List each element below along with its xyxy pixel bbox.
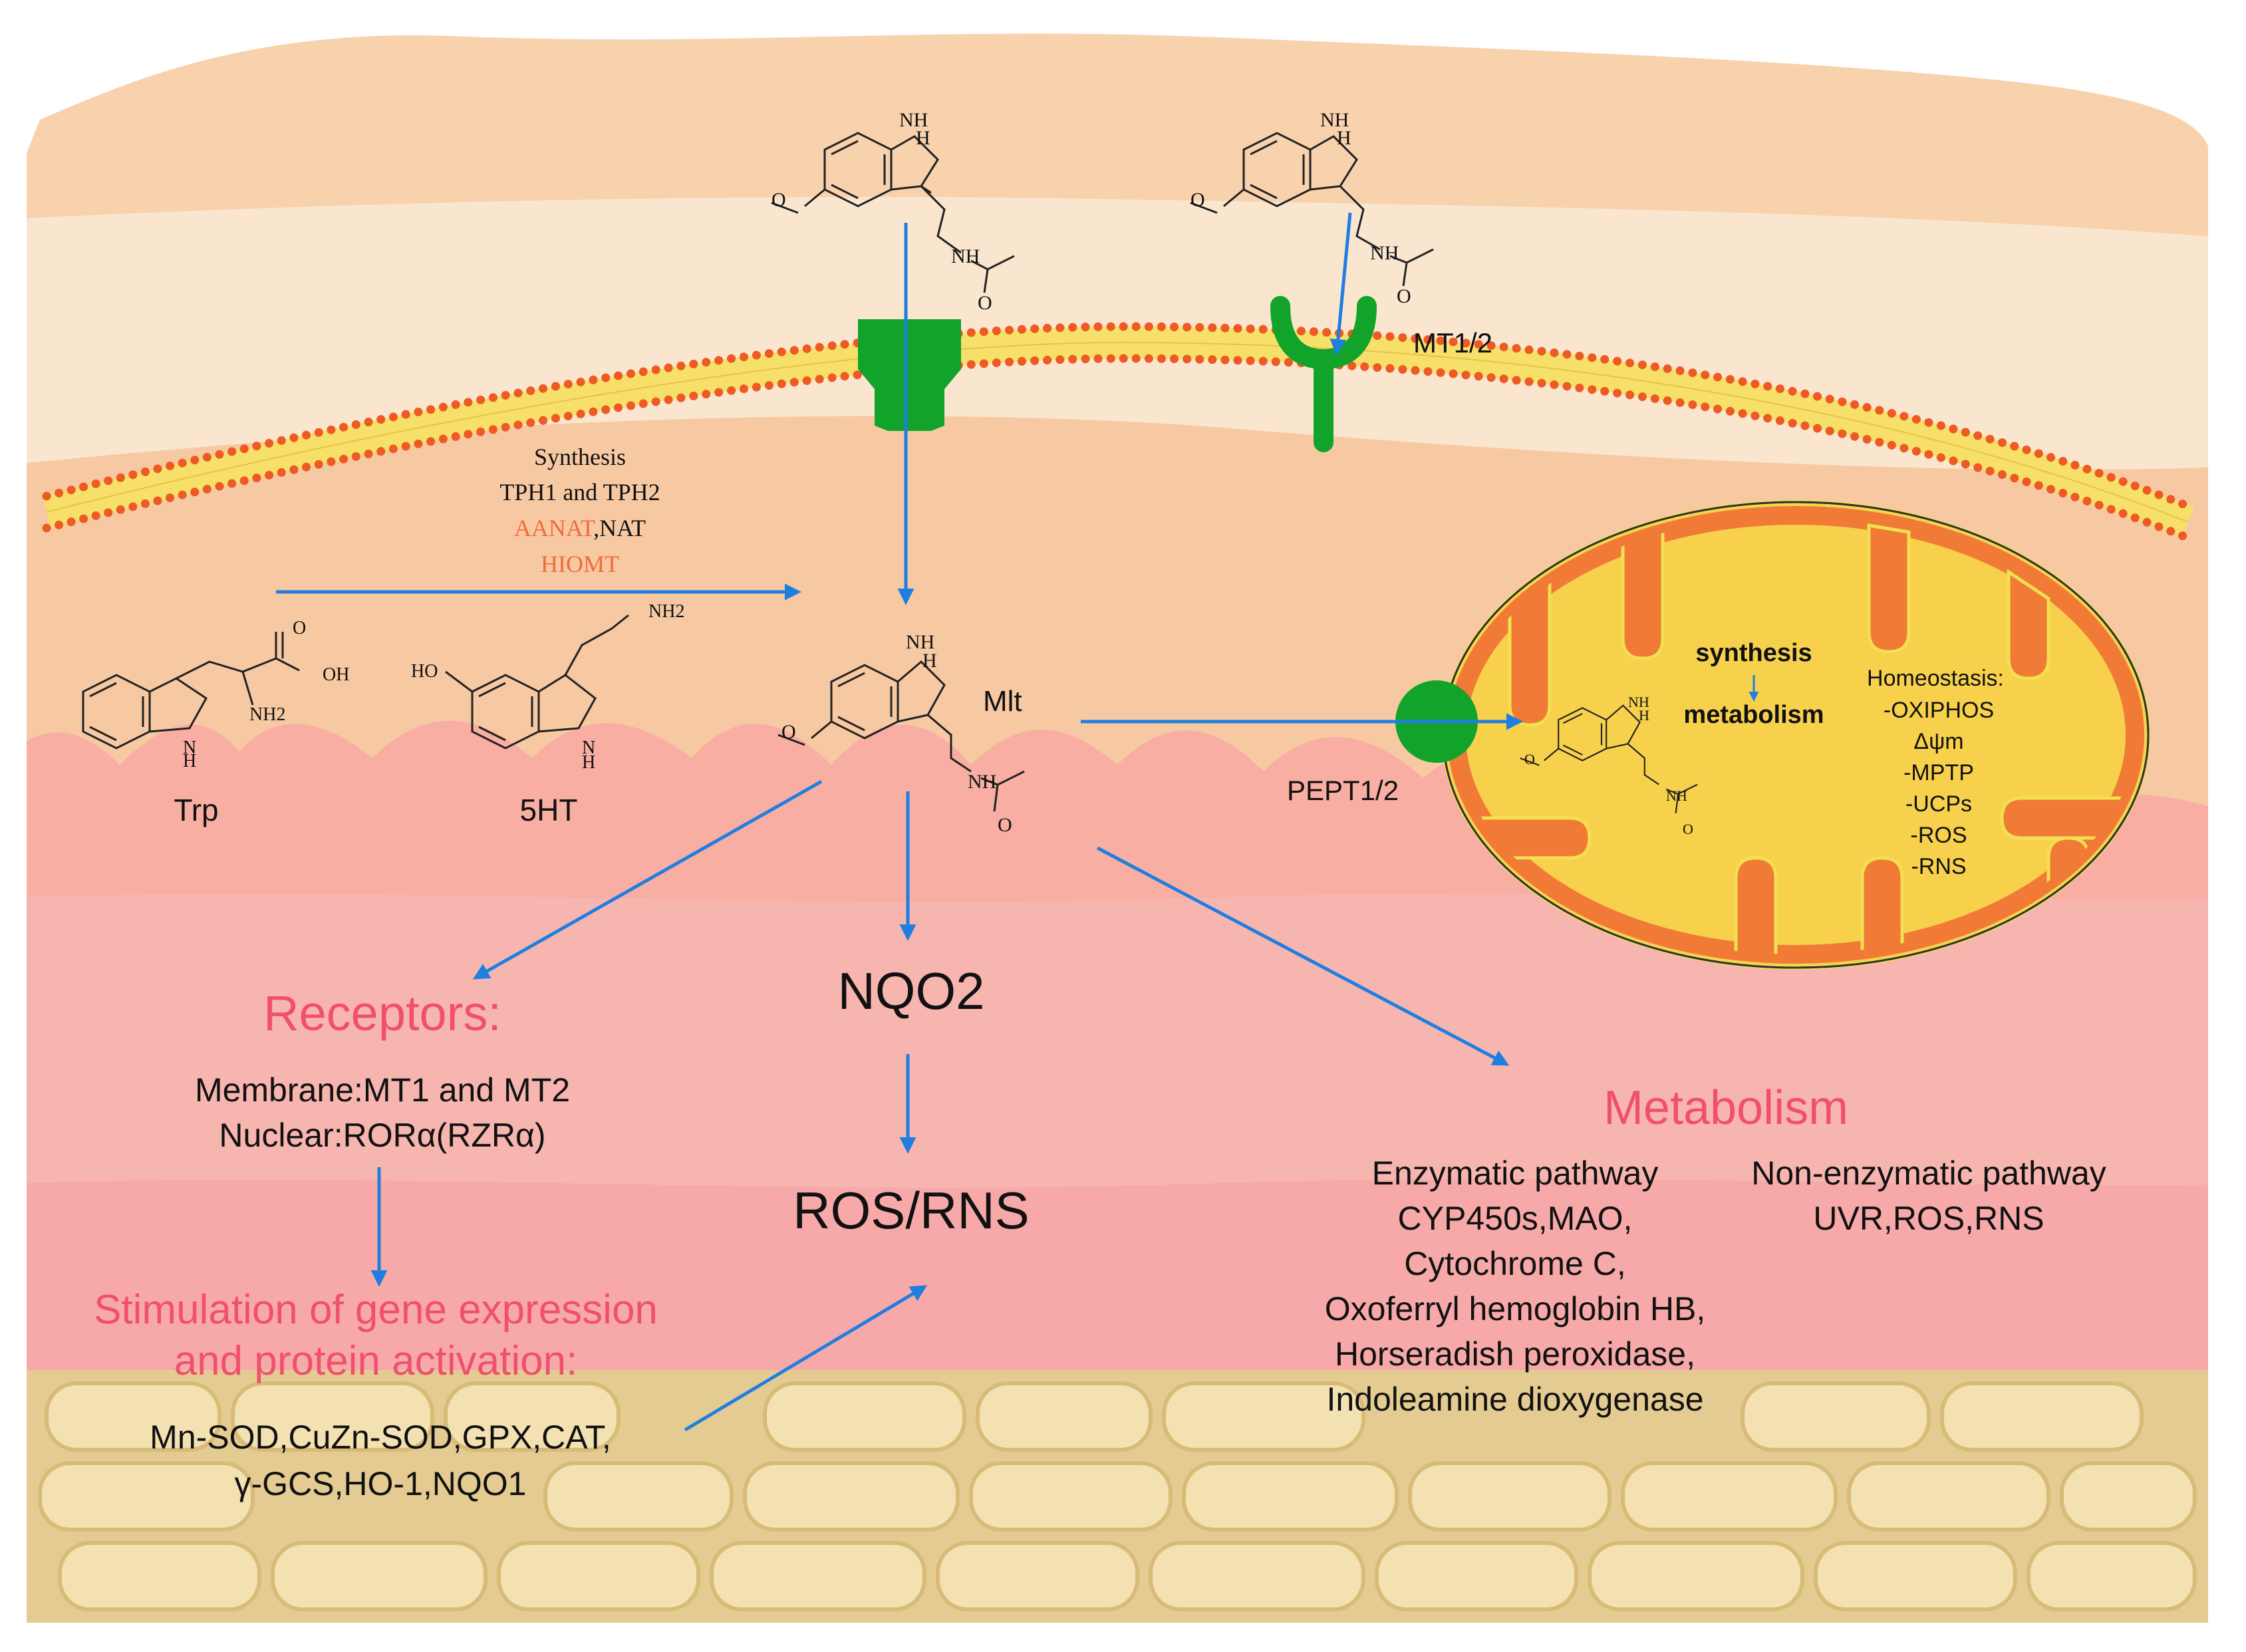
synthesis-enzymes-tph: TPH1 and TPH2 [499, 479, 660, 505]
membrane-transporter [858, 319, 961, 431]
atom-label: NH [1320, 109, 1349, 131]
stimulation-line-2: γ-GCS,HO-1,NQO1 [234, 1465, 527, 1502]
stimulation-heading-1: Stimulation of gene expression [94, 1287, 658, 1333]
atom-label: O [978, 292, 992, 314]
mt-receptor-label: MT1/2 [1413, 327, 1493, 358]
pept-transporter-label: PEPT1/2 [1287, 775, 1399, 806]
receptors-nuclear: Nuclear:RORα(RZRα) [219, 1117, 546, 1154]
chemical-structures [82, 132, 1698, 813]
atom-label: NH [906, 631, 935, 653]
melatonin-structure-extracellular-2 [1190, 132, 1434, 287]
synthesis-title: Synthesis [533, 444, 627, 470]
receptors-heading: Receptors: [263, 986, 501, 1041]
enzymatic-line: Indoleamine dioxygenase [1326, 1381, 1704, 1418]
receptors-membrane: Membrane:MT1 and MT2 [194, 1071, 571, 1109]
homeostasis-list: -OXIPHOS Δψm -MPTP -UCPs -ROS -RNS [1884, 695, 1994, 883]
atom-label: H [582, 752, 596, 773]
enzymatic-line: CYP450s,MAO, [1397, 1200, 1633, 1237]
atom-label: N [582, 738, 596, 758]
homeostasis-item: -UCPs [1905, 791, 1973, 817]
atom-label: O [293, 618, 307, 638]
atom-label: HO [411, 661, 438, 682]
non-enzymatic-line: UVR,ROS,RNS [1813, 1200, 2044, 1237]
mitochondrion [1441, 500, 2150, 970]
atom-label: O [998, 814, 1012, 836]
atom-label: O [772, 189, 786, 211]
atom-label: H [922, 650, 937, 672]
atom-label: N [183, 738, 197, 758]
atom-label: H [916, 127, 930, 149]
homeostasis-item: -ROS [1910, 823, 1967, 848]
melatonin-structure-extracellular-1 [771, 132, 1015, 293]
melatonin-structure-cytoplasm [777, 660, 1025, 812]
atom-label: O [1191, 189, 1205, 211]
cell-membrane [42, 322, 2194, 543]
enzymatic-line: Oxoferryl hemoglobin HB, [1324, 1290, 1706, 1327]
atom-label: NH [968, 771, 997, 793]
trp-label: Trp [174, 793, 219, 827]
non-enzymatic-pathway: Non-enzymatic pathway UVR,ROS,RNS [1751, 1151, 2106, 1241]
arrow-receptor-binding [1330, 212, 1352, 356]
homeostasis-item: -OXIPHOS [1883, 698, 1995, 723]
melatonin-label: Mlt [983, 685, 1022, 718]
non-enzymatic-line: Non-enzymatic pathway [1751, 1155, 2106, 1192]
mito-synthesis-label: synthesis [1695, 639, 1812, 667]
mt-receptor [1270, 296, 1377, 452]
atom-label: NH [1628, 694, 1649, 710]
serotonin-structure [445, 614, 629, 750]
homeostasis-item: -MPTP [1903, 760, 1974, 785]
metabolism-heading: Metabolism [1603, 1081, 1849, 1135]
enzyme-nat: ,NAT [593, 515, 646, 541]
atom-label: O [1683, 821, 1693, 837]
pathway-arrows [276, 212, 1759, 1432]
enzyme-aanat: AANAT [513, 515, 594, 541]
mito-metabolism-label: metabolism [1683, 701, 1824, 729]
atom-label: H [1337, 127, 1351, 149]
stimulation-heading-2: and protein activation: [174, 1338, 578, 1384]
atom-label: O [1524, 751, 1535, 767]
arrow-to-receptors [472, 779, 823, 980]
tryptophan-structure [82, 632, 300, 750]
atom-label: O [1397, 285, 1411, 307]
atom-label: NH [951, 245, 980, 267]
enzymatic-line: Enzymatic pathway [1371, 1155, 1659, 1192]
homeostasis-item: Δψm [1913, 729, 1964, 754]
atom-label: NH2 [648, 601, 685, 622]
synthesis-enzymes-nat: AANAT,NAT [514, 515, 646, 541]
atom-label: OH [323, 664, 350, 685]
atom-label: H [1639, 707, 1649, 724]
enzymatic-line: Horseradish peroxidase, [1335, 1335, 1695, 1373]
enzyme-hiomt: HIOMT [541, 551, 619, 577]
enzymatic-line: Cytochrome C, [1404, 1245, 1626, 1282]
atom-label: NH [1370, 242, 1399, 264]
atom-label: NH [1666, 787, 1687, 804]
atom-label: O [781, 721, 796, 743]
atom-label: NH [899, 109, 928, 131]
atom-label: H [183, 751, 197, 771]
nqo2-label: NQO2 [837, 962, 985, 1020]
homeostasis-item: -RNS [1911, 854, 1967, 879]
enzymatic-pathway: Enzymatic pathway CYP450s,MAO, Cytochrom… [1325, 1151, 1705, 1422]
stimulation-line-1: Mn-SOD,CuZn-SOD,GPX,CAT, [150, 1419, 611, 1456]
arrow-to-metabolism [1096, 846, 1510, 1066]
atom-label: NH2 [249, 704, 286, 725]
melatonin-structure-mitochondrion [1520, 704, 1698, 813]
arrow-stimulation-to-ros [684, 1285, 928, 1432]
homeostasis-title: Homeostasis: [1867, 666, 2004, 691]
serotonin-label: 5HT [519, 793, 578, 827]
ros-rns-label: ROS/RNS [793, 1181, 1030, 1240]
